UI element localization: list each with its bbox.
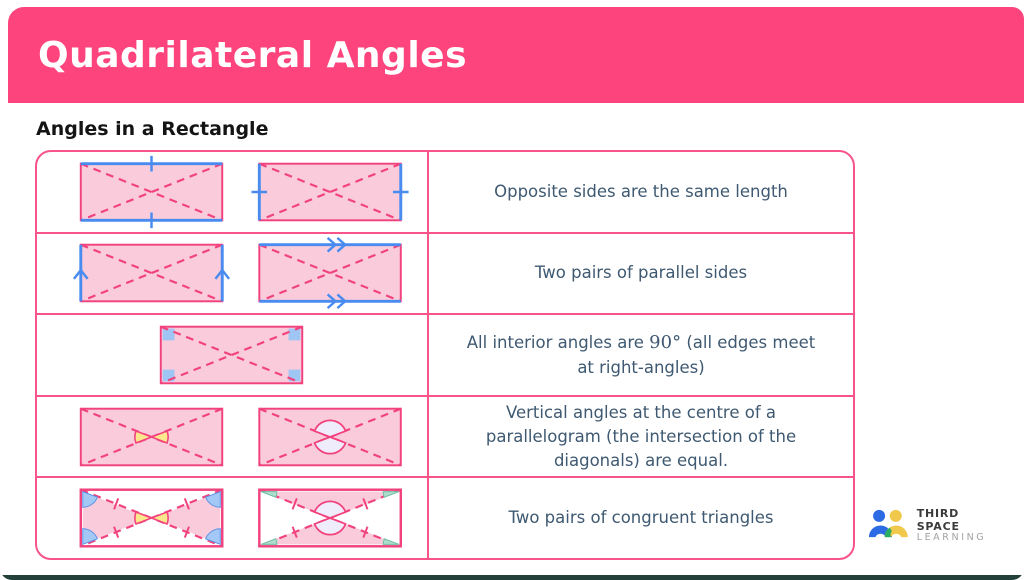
table-row: All interior angles are 90° (all edges m… (37, 313, 853, 395)
section-heading: Angles in a Rectangle (36, 118, 269, 140)
text-cell-row3: All interior angles are 90° (all edges m… (429, 315, 853, 395)
rectangle-congruent-triangles-diagrams (79, 488, 402, 548)
title-banner: Quadrilateral Angles (8, 7, 1024, 103)
table-row: Vertical angles at the centre of a paral… (37, 394, 853, 477)
row3-text-post: (all edges meet (681, 332, 816, 352)
people-logo-icon (868, 509, 908, 538)
rectangle-parallel-sides-diagrams (72, 237, 402, 310)
table-row: Two pairs of congruent triangles (37, 476, 853, 558)
row4-label: Vertical angles at the centre of a paral… (485, 402, 797, 470)
bottom-accent-bar (0, 575, 1024, 580)
diagram-cell-row1 (37, 152, 429, 232)
logo-text: THIRD SPACE LEARNING (916, 506, 1004, 544)
page-title: Quadrilateral Angles (38, 34, 468, 76)
text-cell-row2: Two pairs of parallel sides (429, 234, 853, 314)
row5-label: Two pairs of congruent triangles (508, 508, 774, 528)
table-row: Opposite sides are the same length (37, 152, 853, 232)
diagram-cell-row2 (37, 233, 429, 314)
logo-line1: THIRD SPACE (916, 506, 960, 533)
rectangle-vertical-angles-diagrams (79, 407, 402, 466)
rectangle-right-angle-corners-diagram (159, 325, 304, 385)
text-cell-row1: Opposite sides are the same length (429, 152, 853, 232)
row2-label: Two pairs of parallel sides (534, 263, 748, 283)
diagram-cell-row3 (37, 315, 429, 395)
text-cell-row4: Vertical angles at the centre of a paral… (429, 397, 853, 477)
row1-label: Opposite sides are the same length (494, 181, 788, 201)
properties-table: Opposite sides are the same length (35, 150, 855, 560)
table-row: Two pairs of parallel sides (37, 231, 853, 314)
row3-math-90-degrees: 90° (649, 331, 682, 353)
row3-label: All interior angles are 90° (all edges m… (467, 330, 815, 380)
row3-text-pre: All interior angles are (466, 332, 650, 352)
row3-text-line2: at right-angles) (577, 358, 705, 378)
logo-line2: LEARNING (916, 532, 987, 544)
third-space-learning-logo: THIRD SPACE LEARNING (868, 503, 1004, 549)
diagram-cell-row5 (37, 478, 429, 558)
text-cell-row5: Two pairs of congruent triangles (429, 478, 853, 558)
rectangle-equal-sides-diagrams (79, 155, 409, 228)
diagram-cell-row4 (37, 396, 429, 477)
